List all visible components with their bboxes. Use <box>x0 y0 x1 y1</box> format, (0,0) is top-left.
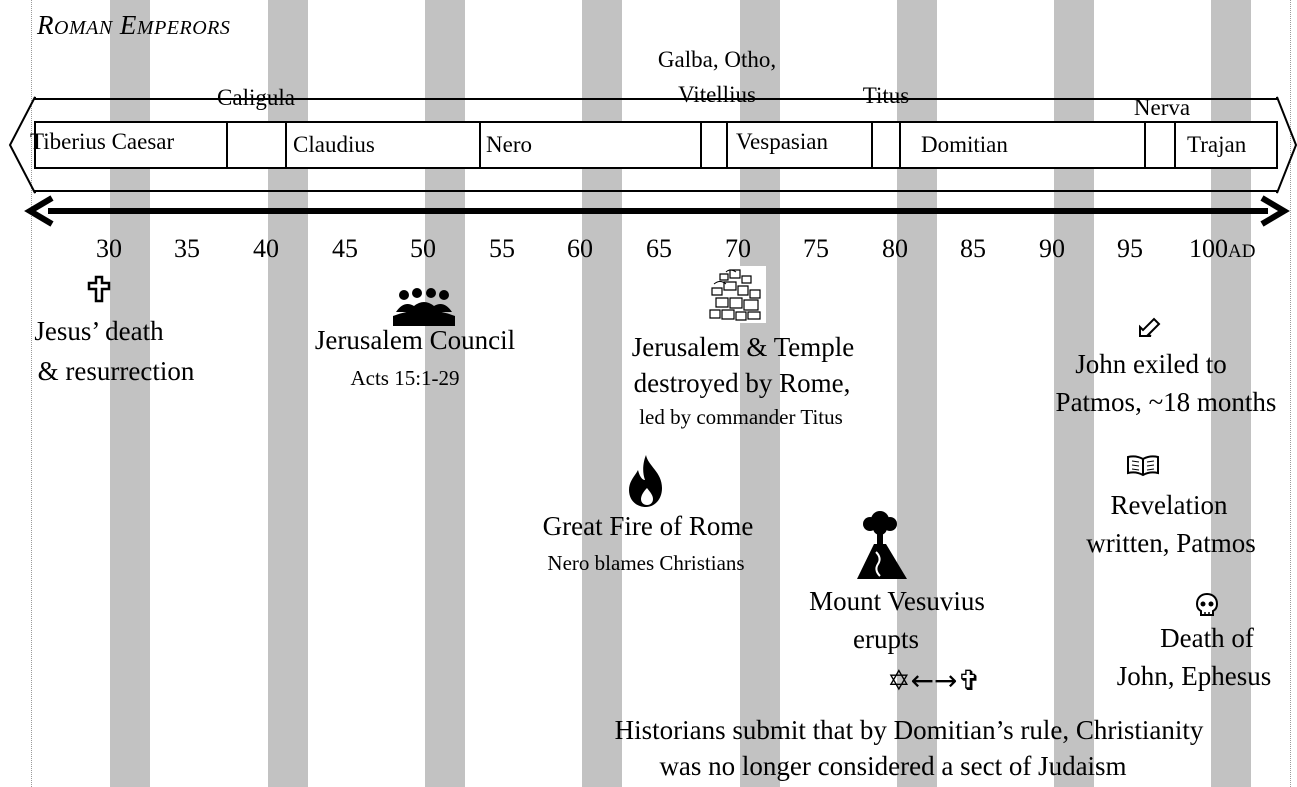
people-icon <box>393 288 455 326</box>
axis-arrow-right <box>1260 195 1290 227</box>
reign-divider <box>226 122 228 168</box>
emperor-label: Galba, Otho, <box>657 47 777 72</box>
axis-tick-label: 55 <box>489 234 515 263</box>
emperor-label: Nerva <box>1133 95 1191 120</box>
timeline-arrows <box>8 96 1297 227</box>
event-revelation-line1: Revelation <box>1110 490 1228 520</box>
reign-divider <box>700 122 702 168</box>
axis-tick-label: 85 <box>960 234 986 263</box>
emperor-label: Vespasian <box>736 129 828 154</box>
axis-tick-label: 80 <box>882 234 908 263</box>
event-death-john-line1: Death of <box>1160 623 1254 653</box>
page-title: ROMAN EMPERORS <box>37 10 231 40</box>
axis-tick-label: 40 <box>253 234 279 263</box>
axis-tick-label: 95 <box>1117 234 1143 263</box>
reign-divider <box>479 122 481 168</box>
emperor-label: Tiberius Caesar <box>30 129 175 154</box>
event-revelation-line2: written, Patmos <box>1086 528 1256 558</box>
reign-divider <box>285 122 287 168</box>
star-of-david-icon: ✡←→✞ <box>887 664 981 697</box>
event-council-line1: Jerusalem Council <box>314 325 516 355</box>
reign-divider <box>726 122 728 168</box>
emperor-label: Claudius <box>293 132 375 157</box>
axis-tick-label: 70 <box>725 234 751 263</box>
event-temple-line3: led by commander Titus <box>639 405 843 429</box>
volcano-icon <box>857 511 907 579</box>
skull-icon <box>1195 592 1219 616</box>
emperor-label: Titus <box>862 83 910 108</box>
emperor-band-arrow <box>8 96 1297 194</box>
event-vesuvius-line2: erupts <box>853 624 919 654</box>
emperor-label: Trajan <box>1187 132 1247 157</box>
emperor-label: Vitellius <box>678 82 756 107</box>
event-exile-line2: Patmos, ~18 months <box>1055 387 1277 417</box>
axis-tick-label: 30 <box>96 234 122 263</box>
arrow-icon <box>1139 317 1161 337</box>
cross-icon <box>87 275 111 303</box>
event-temple-line1: Jerusalem & Temple <box>631 332 855 362</box>
event-temple-line2: destroyed by Rome, <box>633 368 851 398</box>
emperor-label: Nero <box>486 132 532 157</box>
rubble-icon <box>706 266 766 323</box>
axis-tick-label: 50 <box>410 234 436 263</box>
year-line <box>1290 0 1291 787</box>
emperor-label: Domitian <box>921 132 1008 157</box>
emperor-label: Caligula <box>217 85 295 110</box>
axis-tick-label: 35 <box>174 234 200 263</box>
emperor-band <box>34 121 1278 169</box>
axis-tick-label: 65 <box>646 234 672 263</box>
reign-divider <box>871 122 873 168</box>
axis-arrow-left <box>24 195 54 227</box>
axis-tick-label: 90 <box>1039 234 1065 263</box>
event-vesuvius-line1: Mount Vesuvius <box>809 586 985 616</box>
event-historians-line1: Historians submit that by Domitian’s rul… <box>614 715 1204 745</box>
reign-divider <box>1174 122 1176 168</box>
axis-tick-label: 60 <box>567 234 593 263</box>
reign-divider <box>899 122 901 168</box>
event-fire-line2: Nero blames Christians <box>547 551 745 575</box>
fire-icon <box>629 455 662 507</box>
axis-tick-label: 75 <box>803 234 829 263</box>
event-fire-line1: Great Fire of Rome <box>542 511 754 541</box>
book-icon <box>1127 455 1159 477</box>
reign-divider <box>1144 122 1146 168</box>
event-historians-line2: was no longer considered a sect of Judai… <box>659 751 1127 781</box>
event-council-line2: Acts 15:1-29 <box>350 366 460 390</box>
event-exile-line1: John exiled to <box>1075 349 1227 379</box>
event-death-john-line2: John, Ephesus <box>1116 661 1272 691</box>
axis-tick-label: 45 <box>332 234 358 263</box>
event-jesus-line1: Jesus’ death <box>34 316 164 346</box>
year-line <box>31 0 32 787</box>
event-jesus-line2: & resurrection <box>37 356 195 386</box>
axis-tick-label: 100AD <box>1189 234 1256 263</box>
